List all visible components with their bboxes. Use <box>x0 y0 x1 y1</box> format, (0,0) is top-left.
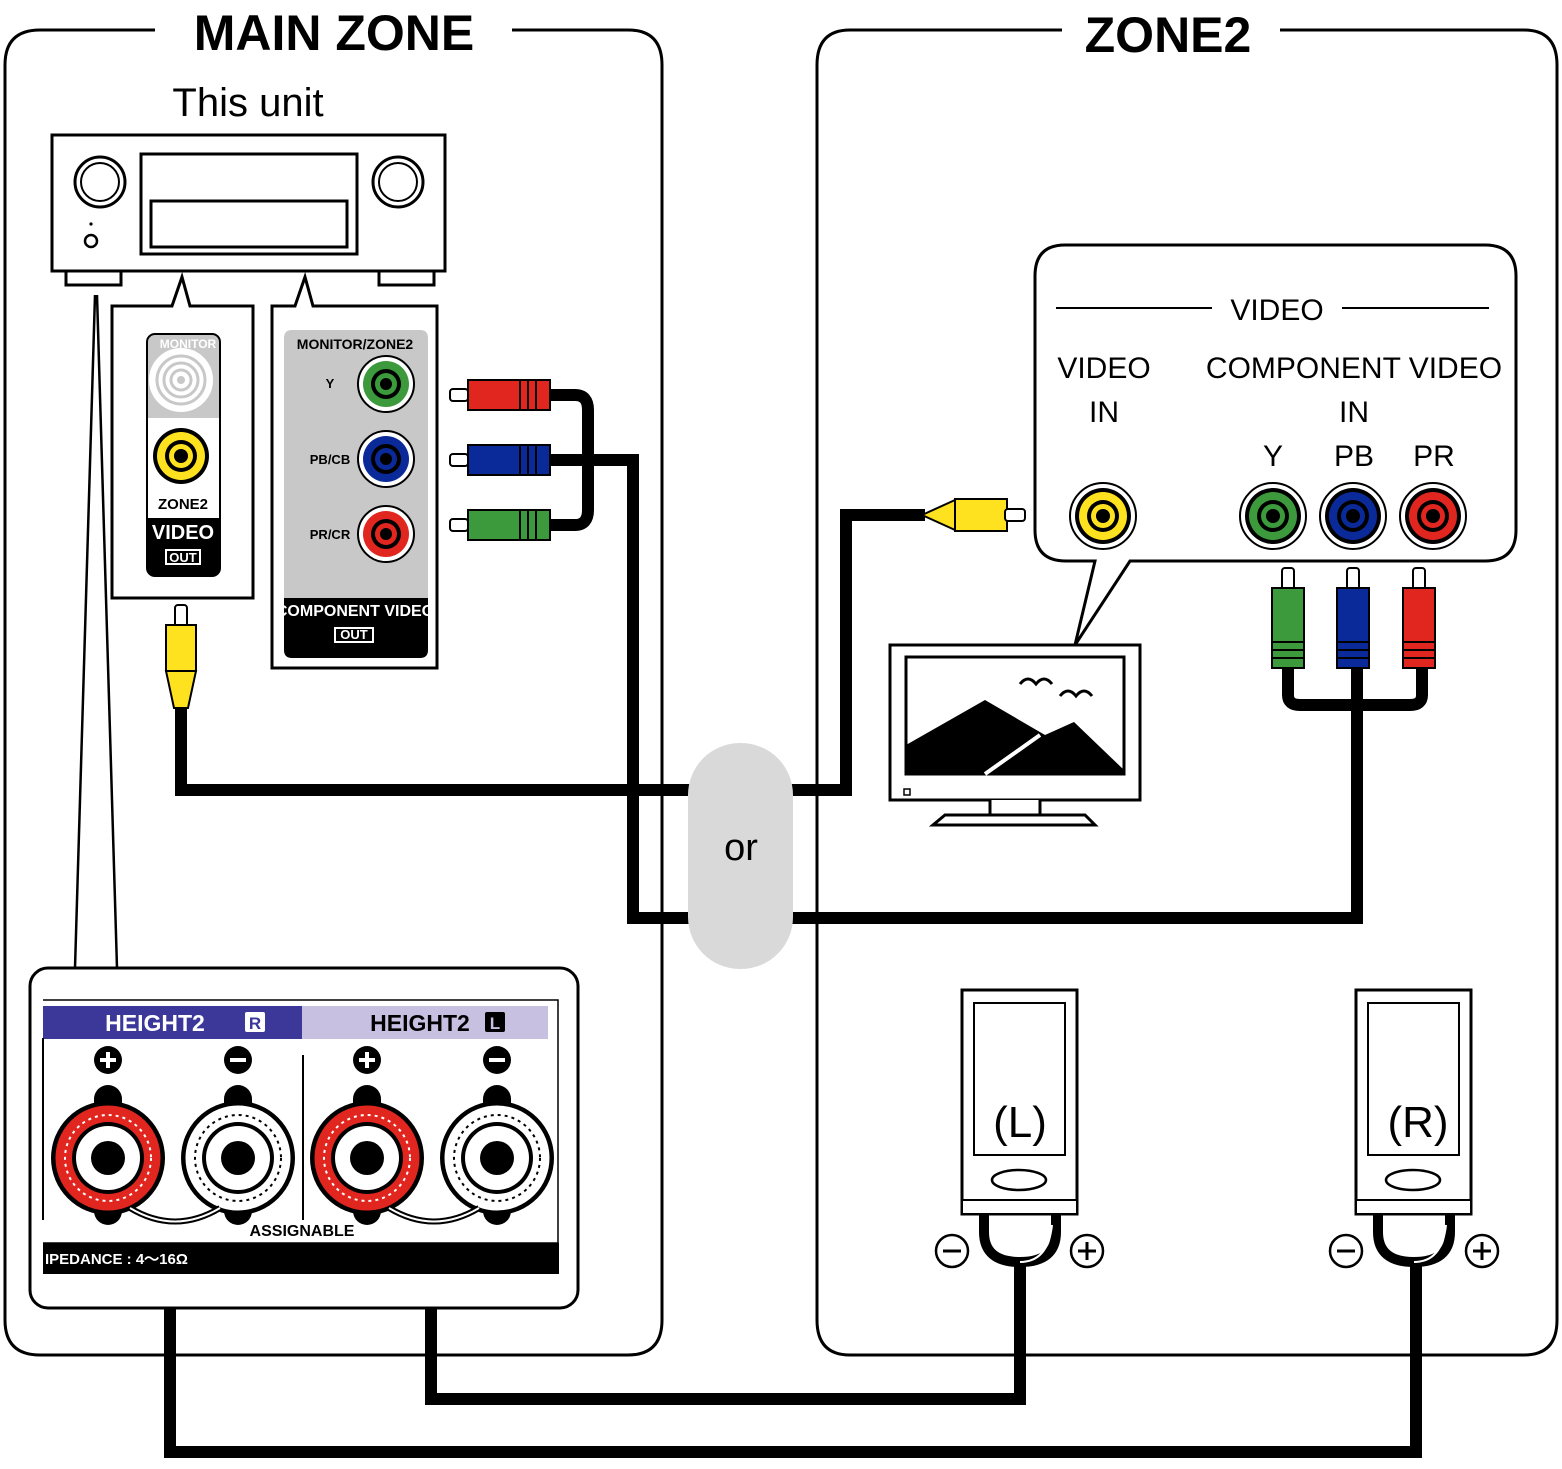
main-zone-title: MAIN ZONE <box>194 5 475 61</box>
this-unit-label: This unit <box>172 81 323 125</box>
pr-cr-out-label: PR/CR <box>310 527 351 542</box>
component-cable <box>550 389 1428 924</box>
height2-l-label: HEIGHT2 <box>370 1010 470 1036</box>
video-out-panel <box>110 271 255 600</box>
minus-icon <box>1328 1233 1364 1269</box>
plus-icon <box>94 1046 122 1074</box>
impedance-label: IPEDANCE : 4～16Ω <box>45 1251 188 1268</box>
tv-video-header: VIDEO <box>1230 294 1323 327</box>
tv-component-y-jack <box>1239 482 1307 550</box>
tv-component-pb-jack <box>1319 482 1387 550</box>
height2-l-mark: L <box>490 1014 500 1033</box>
speaker-right-icon <box>1354 988 1473 1268</box>
or-separator <box>688 743 793 969</box>
minus-icon <box>483 1046 511 1074</box>
speaker-right-label: (R) <box>1387 1098 1448 1147</box>
height2-r-mark: R <box>249 1014 261 1033</box>
monitor-zone2-label: MONITOR/ZONE2 <box>297 336 414 352</box>
monitor-label: MONITOR <box>160 337 217 351</box>
pb-cb-out-label: PB/CB <box>310 452 350 467</box>
zone2-title: ZONE2 <box>1085 7 1252 63</box>
height2-r-minus-terminal <box>181 1085 295 1225</box>
height2-r-label: HEIGHT2 <box>105 1010 205 1036</box>
component-out-pr-jack <box>357 505 415 563</box>
plus-icon <box>353 1046 381 1074</box>
plus-icon <box>1464 1233 1500 1269</box>
component-plugs-tv <box>1271 567 1436 669</box>
minus-icon <box>934 1233 970 1269</box>
or-label: or <box>724 827 758 869</box>
y-out-label: Y <box>326 376 335 391</box>
out-label: OUT <box>169 550 197 565</box>
composite-cable <box>175 509 925 796</box>
speaker-left-icon <box>960 988 1079 1268</box>
composite-plug-tv <box>919 498 1026 532</box>
tv-component-label-2: IN <box>1339 396 1369 429</box>
tv-component-label-1: COMPONENT VIDEO <box>1206 352 1502 385</box>
component-video-out-label: COMPONENT VIDEO <box>276 603 434 620</box>
zone2-jack-label: ZONE2 <box>158 496 208 513</box>
tv-component-pr-jack <box>1399 482 1467 550</box>
height2-l-minus-terminal <box>440 1085 554 1225</box>
tv-icon <box>888 643 1142 827</box>
tv-y-label: Y <box>1263 440 1283 473</box>
tv-composite-in-jack <box>1069 482 1137 550</box>
assignable-label: ASSIGNABLE <box>250 1223 355 1240</box>
speaker-cable-left <box>425 1222 1026 1405</box>
tv-input-panel <box>1033 243 1518 646</box>
height2-r-plus-terminal <box>51 1085 165 1225</box>
speaker-terminal-panel <box>28 966 580 1310</box>
speaker-panel-callout <box>73 294 119 969</box>
zone2-frame <box>815 28 1559 1357</box>
component-out-label: OUT <box>340 627 368 642</box>
plus-icon <box>1069 1233 1105 1269</box>
component-plugs-unit <box>449 379 551 541</box>
speaker-cable-right <box>164 1222 1422 1458</box>
height2-l-plus-terminal <box>310 1085 424 1225</box>
av-receiver-icon <box>50 133 447 287</box>
component-out-pb-jack <box>357 430 415 488</box>
minus-icon <box>224 1046 252 1074</box>
component-out-y-jack <box>357 355 415 413</box>
main-zone-frame <box>3 28 664 1357</box>
tv-video-in-label-1: VIDEO <box>1057 352 1150 385</box>
height2-l-bar <box>302 1006 548 1039</box>
speaker-left-label: (L) <box>993 1098 1047 1147</box>
tv-pb-label: PB <box>1334 440 1374 473</box>
tv-video-in-label-2: IN <box>1089 396 1119 429</box>
composite-plug-unit <box>164 604 198 709</box>
component-out-panel <box>270 271 439 670</box>
tv-pr-label: PR <box>1413 440 1455 473</box>
video-out-label: VIDEO <box>152 522 214 544</box>
